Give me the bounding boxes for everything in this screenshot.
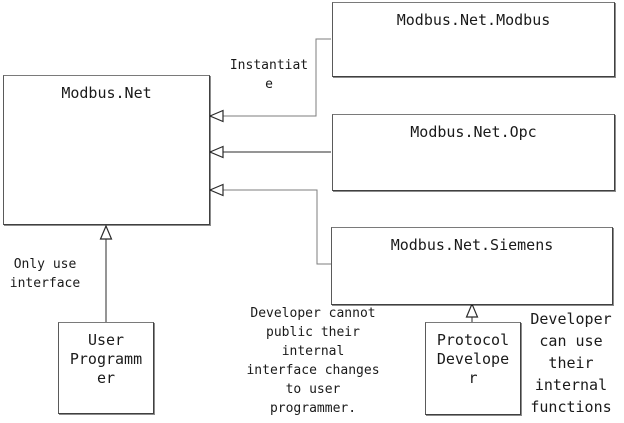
modbus-net-opc-box: Modbus.Net.Opc (332, 114, 615, 191)
instantiate-connector-line (223, 38, 331, 117)
modbus-net-modbus-box: Modbus.Net.Modbus (332, 2, 615, 77)
opc-connector (208, 145, 331, 159)
siemens-arrowhead-icon (208, 183, 224, 197)
instantiate-annotation: Instantiat e (229, 58, 309, 92)
modbus-net-box-label: Modbus.Net (61, 84, 152, 102)
developer-cannot-annotation: Developer cannot public their internal i… (246, 306, 380, 416)
siemens-connector-line (223, 189, 331, 265)
user-programmer-connector (99, 224, 113, 322)
opc-arrowhead-icon (208, 145, 224, 159)
modbus-net-siemens-box: Modbus.Net.Siemens (331, 227, 613, 305)
protocol-developer-box: Protocol Develope r (425, 322, 521, 415)
instantiate-arrowhead-icon (208, 109, 224, 123)
protocol-developer-box-label: Protocol Develope r (436, 331, 510, 387)
siemens-connector (208, 183, 331, 265)
modbus-net-opc-box-label: Modbus.Net.Opc (410, 123, 537, 141)
modbus-net-box: Modbus.Net (3, 75, 210, 225)
protocol-developer-connector (465, 302, 479, 322)
instantiate-connector (208, 38, 331, 123)
only-use-interface-annotation: Only use interface (9, 257, 81, 291)
user-programmer-box-label: User Programm er (69, 331, 143, 387)
user-programmer-arrowhead-icon (99, 224, 113, 240)
modbus-net-siemens-box-label: Modbus.Net.Siemens (390, 236, 554, 254)
developer-can-use-annotation: Developer can use their internal functio… (530, 310, 612, 416)
user-programmer-box: User Programm er (58, 322, 154, 414)
protocol-developer-arrowhead-icon (465, 302, 479, 318)
modbus-net-modbus-box-label: Modbus.Net.Modbus (396, 11, 551, 29)
